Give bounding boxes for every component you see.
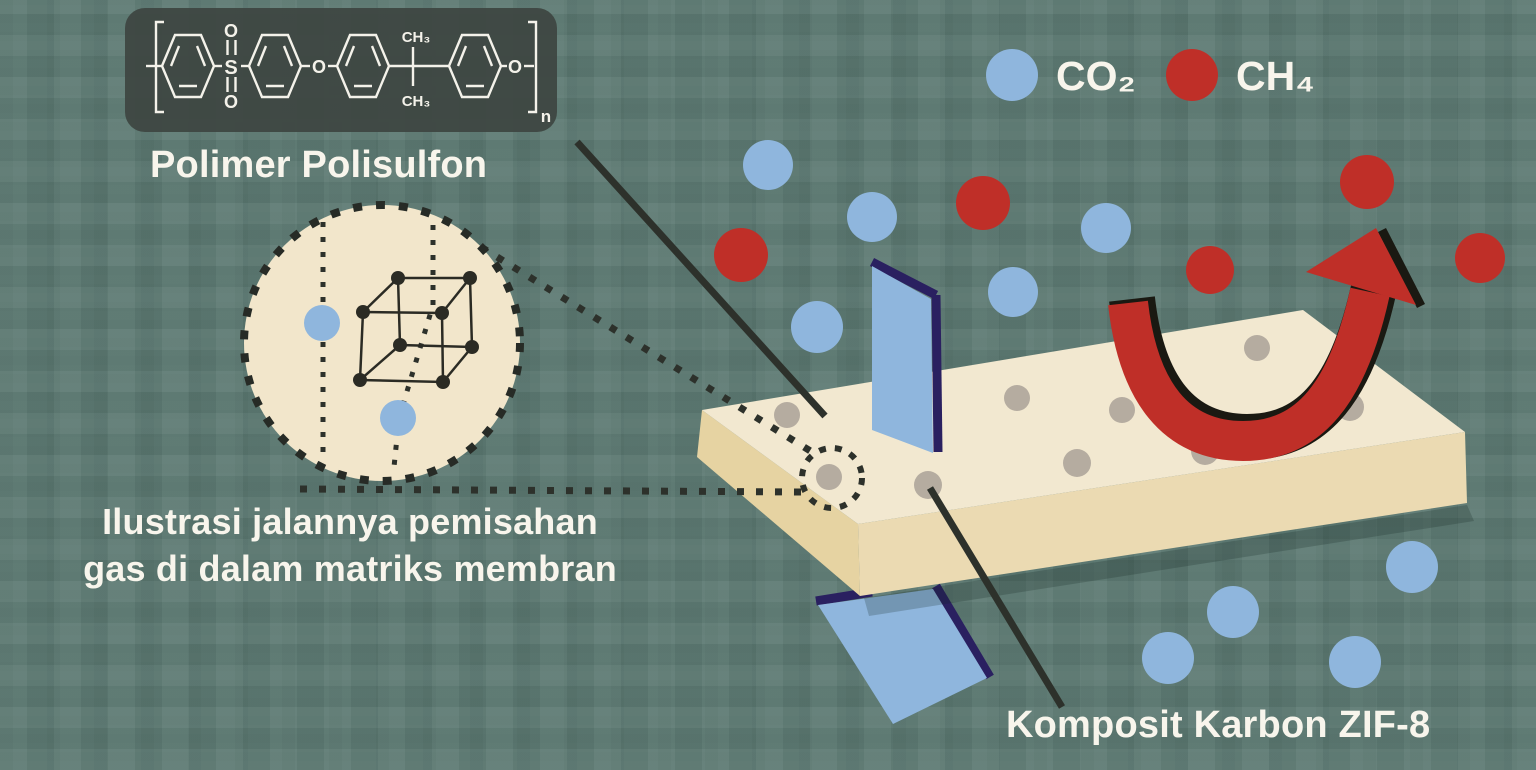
polysulfone-skeletal-formula <box>146 20 538 114</box>
dotted-connector-upper <box>479 244 814 455</box>
zif8-particle <box>1109 397 1135 423</box>
co2-molecule <box>743 140 793 190</box>
arrow-edge-highlight <box>869 258 939 299</box>
co2-molecule <box>1081 203 1131 253</box>
ch4-legend-swatch <box>1166 49 1218 101</box>
up-arrow-icon <box>1306 228 1416 305</box>
magnifier-dashed-border <box>240 201 524 485</box>
methyl-group: CH₃ <box>402 29 431 46</box>
membrane-shadow <box>864 505 1474 616</box>
ch4-molecule <box>714 228 768 282</box>
cube-edge <box>441 277 471 314</box>
oxygen-atom: O <box>224 92 238 112</box>
cube-edge <box>359 344 401 381</box>
co2-molecule <box>847 192 897 242</box>
ch4-molecule <box>1455 233 1505 283</box>
co2-molecule <box>988 267 1038 317</box>
gas-path-trail-center <box>391 225 436 468</box>
co2-molecule <box>1386 541 1438 593</box>
down-arrow-shaft <box>872 266 933 453</box>
oxygen-atom: O <box>224 21 238 41</box>
sulfur-atom: S <box>224 57 237 79</box>
illustration-caption-line2: gas di dalam matriks membran <box>83 548 617 589</box>
co2-legend-label: CO₂ <box>1056 53 1136 99</box>
co2-molecule <box>1207 586 1259 638</box>
magnifier-molecules-group <box>304 305 416 436</box>
permeate-molecules-group <box>1142 541 1438 688</box>
co2-molecule <box>380 400 416 436</box>
co2-molecule <box>1142 632 1194 684</box>
illustration-caption: Ilustrasi jalannya pemisahan gas di dala… <box>70 498 630 592</box>
membrane-front-face <box>858 432 1467 596</box>
gas-legend: CO₂ CH₄ <box>986 49 1315 101</box>
pointer-line-composite <box>927 486 1065 709</box>
dotted-connector-lower <box>299 485 803 496</box>
ch4-rejection-arrow <box>1108 227 1426 462</box>
methyl-group: CH₃ <box>402 93 431 110</box>
ch4-molecule <box>1340 155 1394 209</box>
oxygen-atom: O <box>312 57 326 77</box>
co2-permeation-arrow-shaft <box>869 258 943 453</box>
zif8-particle <box>1063 449 1091 477</box>
right-bracket <box>528 20 538 114</box>
repeat-unit-subscript: n <box>541 107 551 126</box>
ch4-legend-label: CH₄ <box>1236 53 1315 99</box>
pointer-line-polymer <box>574 139 828 419</box>
zoom-target-circle <box>799 445 865 511</box>
composite-label: Komposit Karbon ZIF-8 <box>1006 704 1431 746</box>
co2-legend-swatch <box>986 49 1038 101</box>
illustration-caption-line1: Ilustrasi jalannya pemisahan <box>102 501 598 542</box>
feed-molecules-group <box>714 140 1505 353</box>
zif8-particle <box>774 402 800 428</box>
oxygen-atom: O <box>508 57 522 77</box>
structure-panel-background <box>125 8 557 132</box>
down-arrow-icon <box>818 589 987 724</box>
membrane-top-face <box>702 310 1465 524</box>
co2-molecule <box>791 301 843 353</box>
membrane-slab <box>697 310 1474 616</box>
co2-molecule <box>304 305 340 341</box>
co2-molecule <box>1329 636 1381 688</box>
zif8-particle <box>1004 385 1030 411</box>
arrow-edge-highlight <box>932 583 994 680</box>
magnifier-view <box>240 201 524 485</box>
magnifier-connectors <box>299 244 865 511</box>
membrane-end-face <box>697 410 860 596</box>
cube-edge <box>362 277 399 313</box>
co2-permeate-arrowhead <box>815 583 994 724</box>
arrowhead-outline <box>1377 227 1426 309</box>
cube-edge <box>442 346 473 383</box>
bounce-curve <box>1108 287 1390 462</box>
cube-vertices <box>353 271 479 389</box>
ch4-molecule <box>1186 246 1234 294</box>
arrow-edge-highlight <box>931 294 943 453</box>
polysulfone-structure-panel: S O O O O CH₃ CH₃ n <box>125 8 557 132</box>
magnifier-background <box>244 205 520 481</box>
zif8-particle <box>816 464 842 490</box>
polymer-label: Polimer Polisulfon <box>150 144 488 186</box>
zif8-particle <box>1244 335 1270 361</box>
ch4-molecule <box>956 176 1010 230</box>
